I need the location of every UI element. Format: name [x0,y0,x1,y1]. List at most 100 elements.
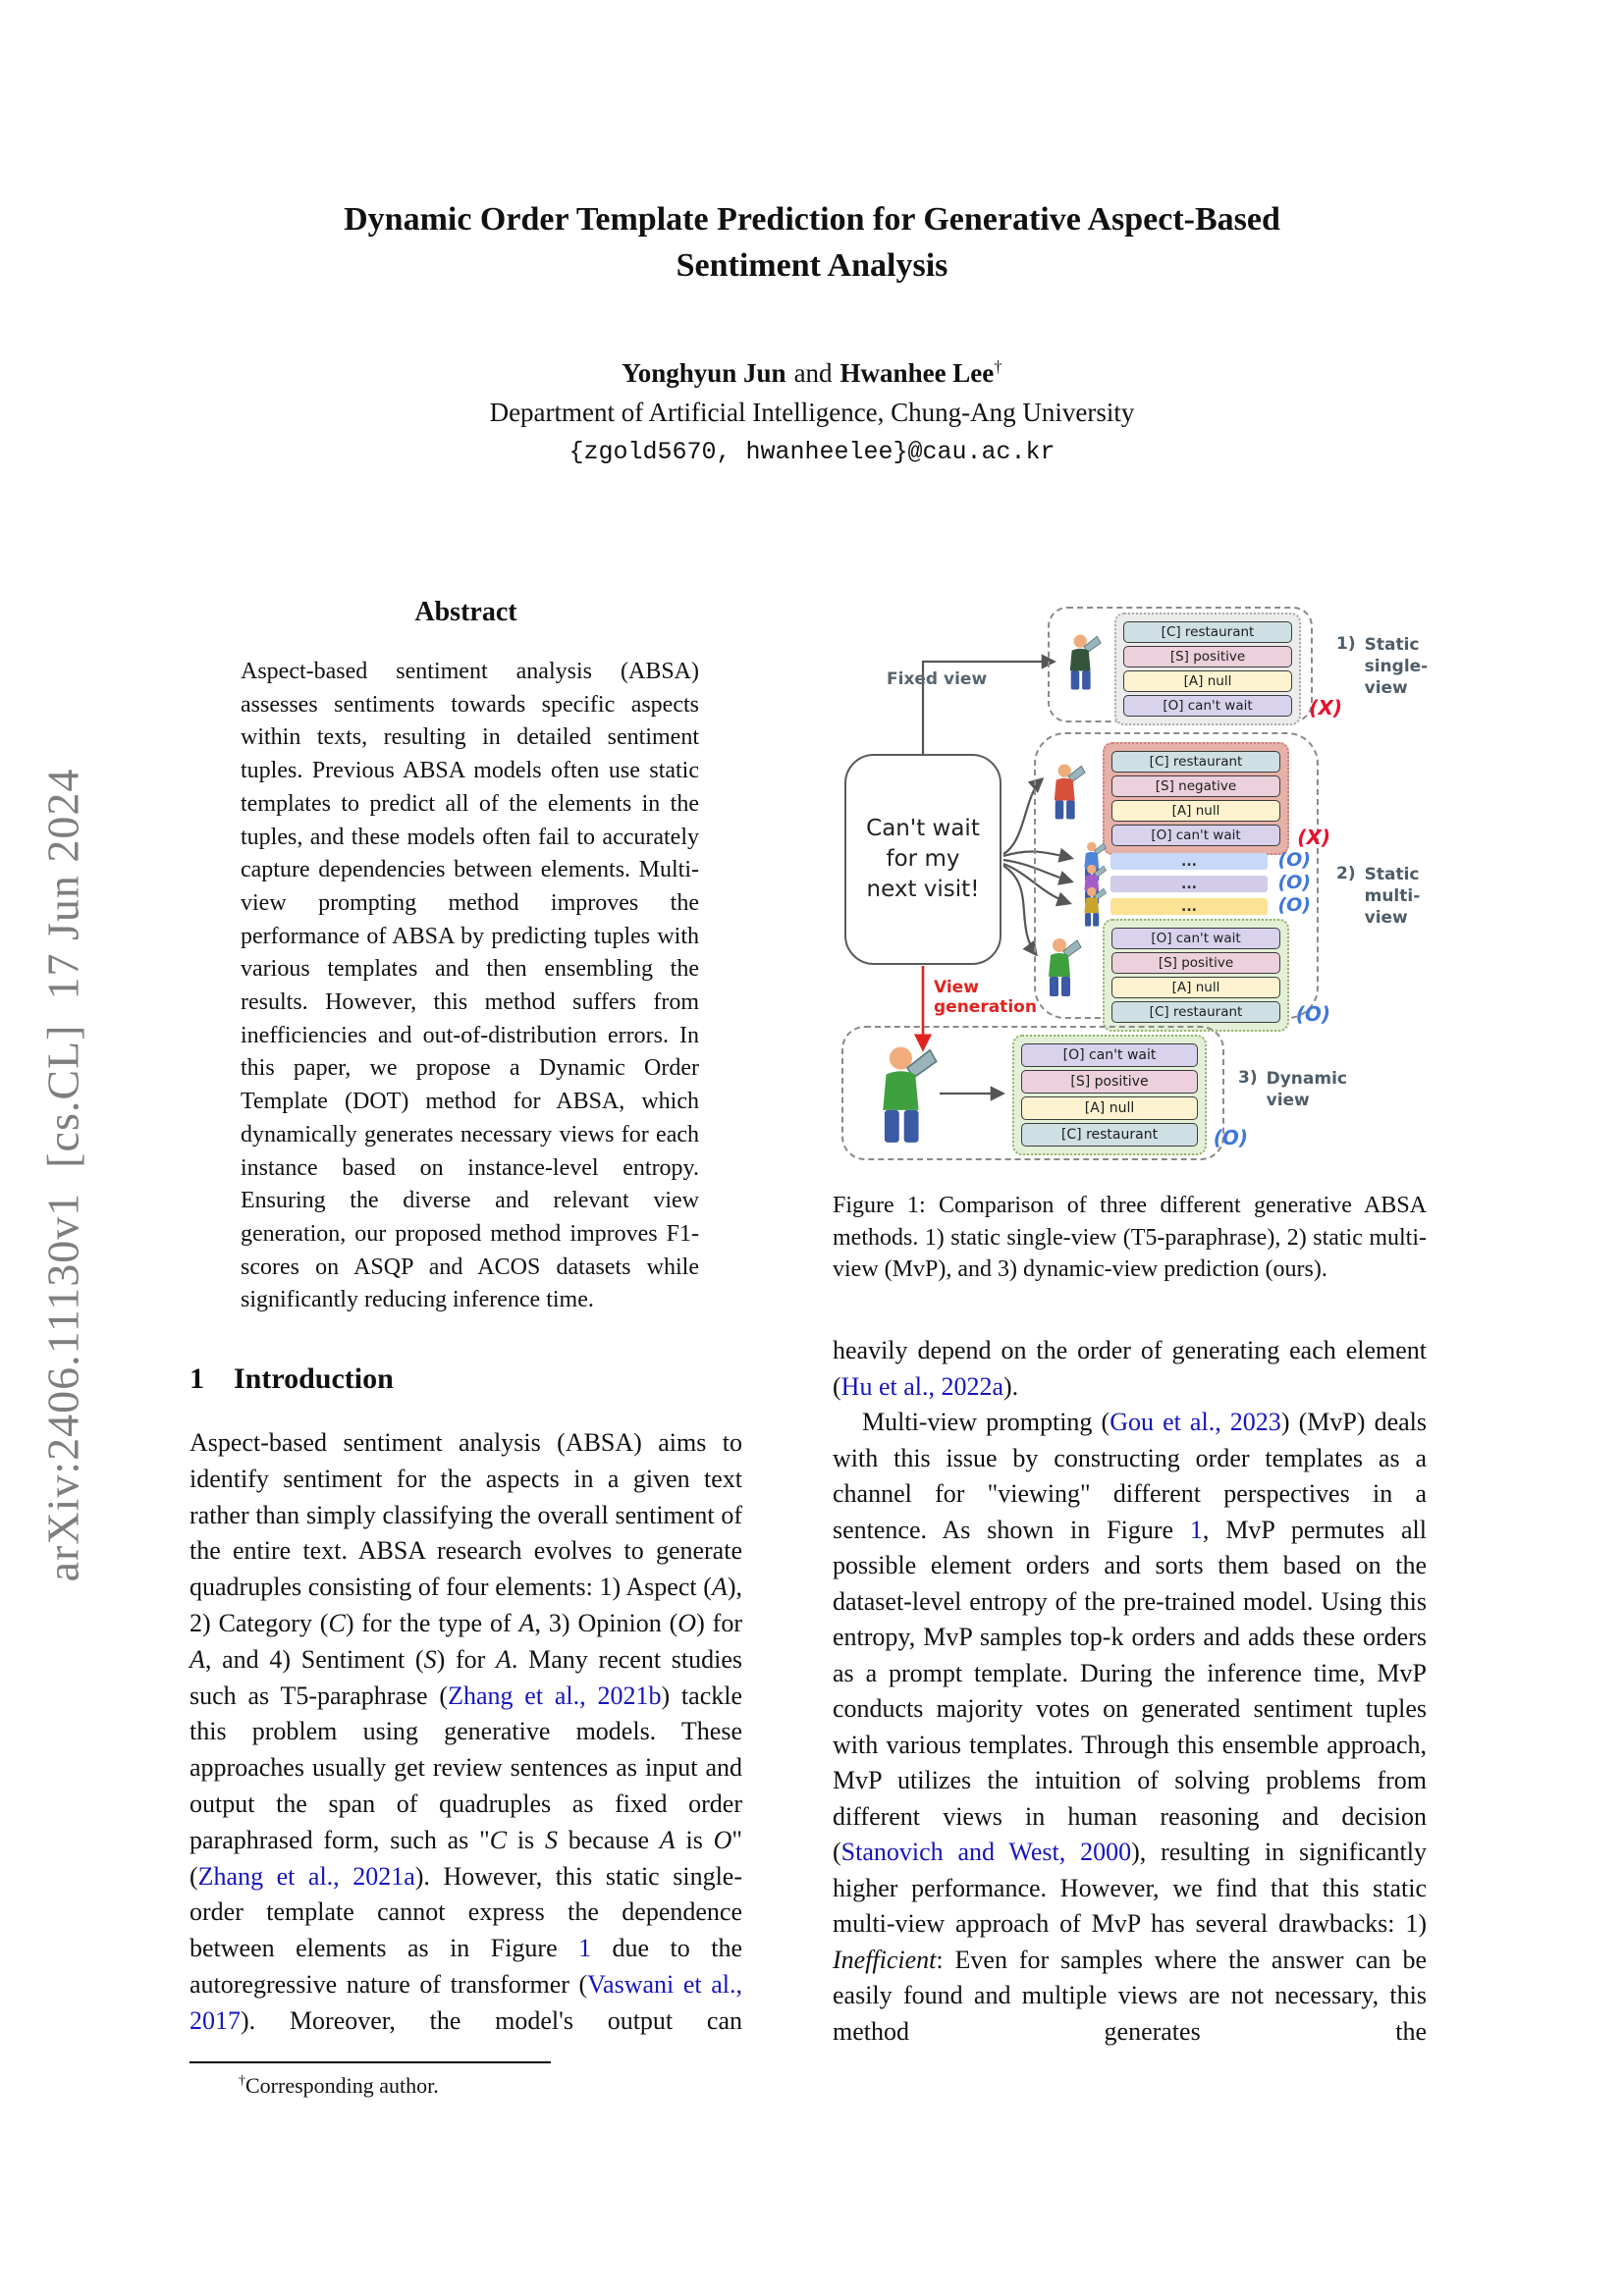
collapsed-view-row: ... (O) [1110,872,1311,893]
text-segment: ), resulting in significantly higher per… [833,1838,1427,1938]
section-title: Introduction [234,1362,394,1395]
citation-link[interactable]: 1 [1189,1515,1203,1544]
text-segment: S [544,1825,558,1854]
right-column: heavily depend on the order of generatin… [833,1333,1427,2050]
author-2: Hwanhee Lee [839,358,995,388]
tag-pill: [A] null [1111,977,1280,998]
abstract-text: Aspect-based sentiment analysis (ABSA) a… [241,659,699,1313]
introduction-paragraph: Aspect-based sentiment analysis (ABSA) a… [189,1425,742,2040]
text-segment: C [328,1608,346,1637]
text-segment: ) (MvP) deals with this issue by constru… [833,1408,1427,1544]
fixed-view-label: Fixed view [887,669,988,689]
footnote-rule [189,2061,551,2063]
figure-1-caption: Figure 1: Comparison of three different … [833,1193,1427,1282]
viewer-person-icon [1084,886,1108,927]
viewer-person-icon [1069,634,1102,690]
author-separator: and [793,358,833,388]
text-segment: Aspect-based sentiment analysis (ABSA) a… [189,1428,742,1602]
tag-pill: [C] restaurant [1111,751,1280,773]
citation-link[interactable]: Stanovich and West, 2000 [840,1838,1132,1866]
text-segment: ), 2) Category ( [189,1573,742,1637]
tag-pill: [O] can't wait [1111,928,1280,949]
collapsed-view-row: ... (O) [1110,894,1311,916]
citation-link[interactable]: Hu et al., 2022a [840,1371,1004,1401]
text-segment: because [557,1825,660,1854]
body-paragraph: heavily depend on the order of generatin… [833,1333,1427,1405]
viewer-person-icon [883,1046,938,1143]
view-generation-label: View generation [934,978,1037,1018]
citation-link[interactable]: Zhang et al., 2021b [448,1681,662,1710]
author-1: Yonghyun Jun [622,358,786,388]
tag-pill: [C] restaurant [1123,621,1292,643]
correct-mark: (O) [1277,894,1311,916]
text-segment: C [489,1825,508,1854]
correct-mark: (O) [1213,1126,1248,1149]
text-segment: S [423,1644,437,1674]
paper-title-line1: Dynamic Order Template Prediction for Ge… [344,201,1280,238]
text-segment: A [659,1825,676,1854]
text-segment: due to the autoregressive nature of tran… [189,1934,742,1999]
text-segment: , MvP permutes all possible element orde… [833,1515,1427,1867]
tag-pill: [S] positive [1123,646,1292,667]
text-segment: A [496,1644,512,1674]
static-multi-view-group: [C] restaurant [S] negative [A] null [O]… [1034,732,1330,1032]
dynamic-view-label: 3) Dynamic view [1238,1068,1347,1111]
collapsed-view-row: ... (O) [1110,849,1311,871]
correct-mark: (O) [1295,1002,1330,1026]
tag-pill: [A] null [1123,670,1292,692]
text-segment: is [507,1825,545,1854]
tag-pill: [A] null [1111,800,1280,822]
tag-pill: [O] can't wait [1021,1043,1198,1067]
footnote-text: Corresponding author. [245,2073,439,2098]
prediction-stack: [O] can't wait [S] positive [A] null [C]… [1012,1035,1248,1155]
prediction-stack: [C] restaurant [S] positive [A] null [O]… [1114,613,1342,725]
text-segment: A [711,1573,728,1602]
correct-mark: (O) [1277,849,1311,871]
text-segment: ). However, this static single-order tem… [189,1861,742,1963]
paper-title-line2: Sentiment Analysis [676,247,948,284]
text-segment: Multi-view prompting ( [862,1408,1110,1436]
citation-link[interactable]: Vaswani et al., 2017 [189,1969,742,2035]
text-segment: ) for [436,1644,497,1674]
section-number: 1 [189,1362,204,1395]
text-segment: heavily depend on the order of generatin… [833,1336,1427,1401]
static-multi-view-label: 2) Static multi-view [1336,864,1421,929]
text-segment: A [189,1644,205,1674]
static-single-view-group: [C] restaurant [S] positive [A] null [O]… [1048,607,1342,725]
prediction-stack: [C] restaurant [S] negative [A] null [O]… [1103,742,1330,855]
citation-link[interactable]: Gou et al., 2023 [1110,1408,1281,1436]
text-segment: ). Moreover, the model's output can [241,2005,742,2035]
tag-pill: [S] positive [1021,1070,1198,1094]
tag-pill: [S] positive [1111,952,1280,974]
text-segment: O [677,1608,697,1637]
correct-mark: (O) [1277,872,1311,893]
incorrect-mark: (X) [1309,696,1342,720]
dagger-mark: † [994,357,1002,376]
citation-link[interactable]: Zhang et al., 2021a [197,1861,415,1891]
dynamic-view-group: [O] can't wait [S] positive [A] null [C]… [841,1026,1248,1160]
tag-pill: [O] can't wait [1123,695,1292,717]
text-segment: . Many recent studies such as T5-paraphr… [189,1644,742,1710]
text-segment: is [675,1825,714,1854]
text-segment: " ( [189,1825,742,1891]
text-segment: ) tackle this problem using generative m… [189,1681,743,1854]
text-segment: A [518,1608,535,1637]
affiliation: Department of Artificial Intelligence, C… [489,398,1135,427]
section-heading-introduction: 1 Introduction [189,1362,394,1396]
tag-pill: [C] restaurant [1021,1123,1198,1147]
text-segment: Inefficient [833,1945,937,1974]
static-single-view-label: 1) Static single-view [1336,634,1429,699]
tag-pill: [A] null [1021,1096,1198,1120]
citation-link[interactable]: 1 [578,1934,592,1963]
figure-1: Can't wait for my next visit! Fixed view… [830,587,1463,1176]
paper-title: Dynamic Order Template Prediction for Ge… [0,196,1624,289]
viewer-person-icon [1049,938,1082,996]
review-sentence-box: Can't wait for my next visit! [844,754,1001,965]
text-segment: : Even for samples where the answer can … [833,1945,1427,2046]
footnote-marker: † [239,2073,245,2089]
text-segment: ). [1003,1371,1019,1401]
prediction-stack: [O] can't wait [S] positive [A] null [C]… [1103,919,1330,1032]
text-segment: , and 4) Sentiment ( [204,1644,424,1674]
